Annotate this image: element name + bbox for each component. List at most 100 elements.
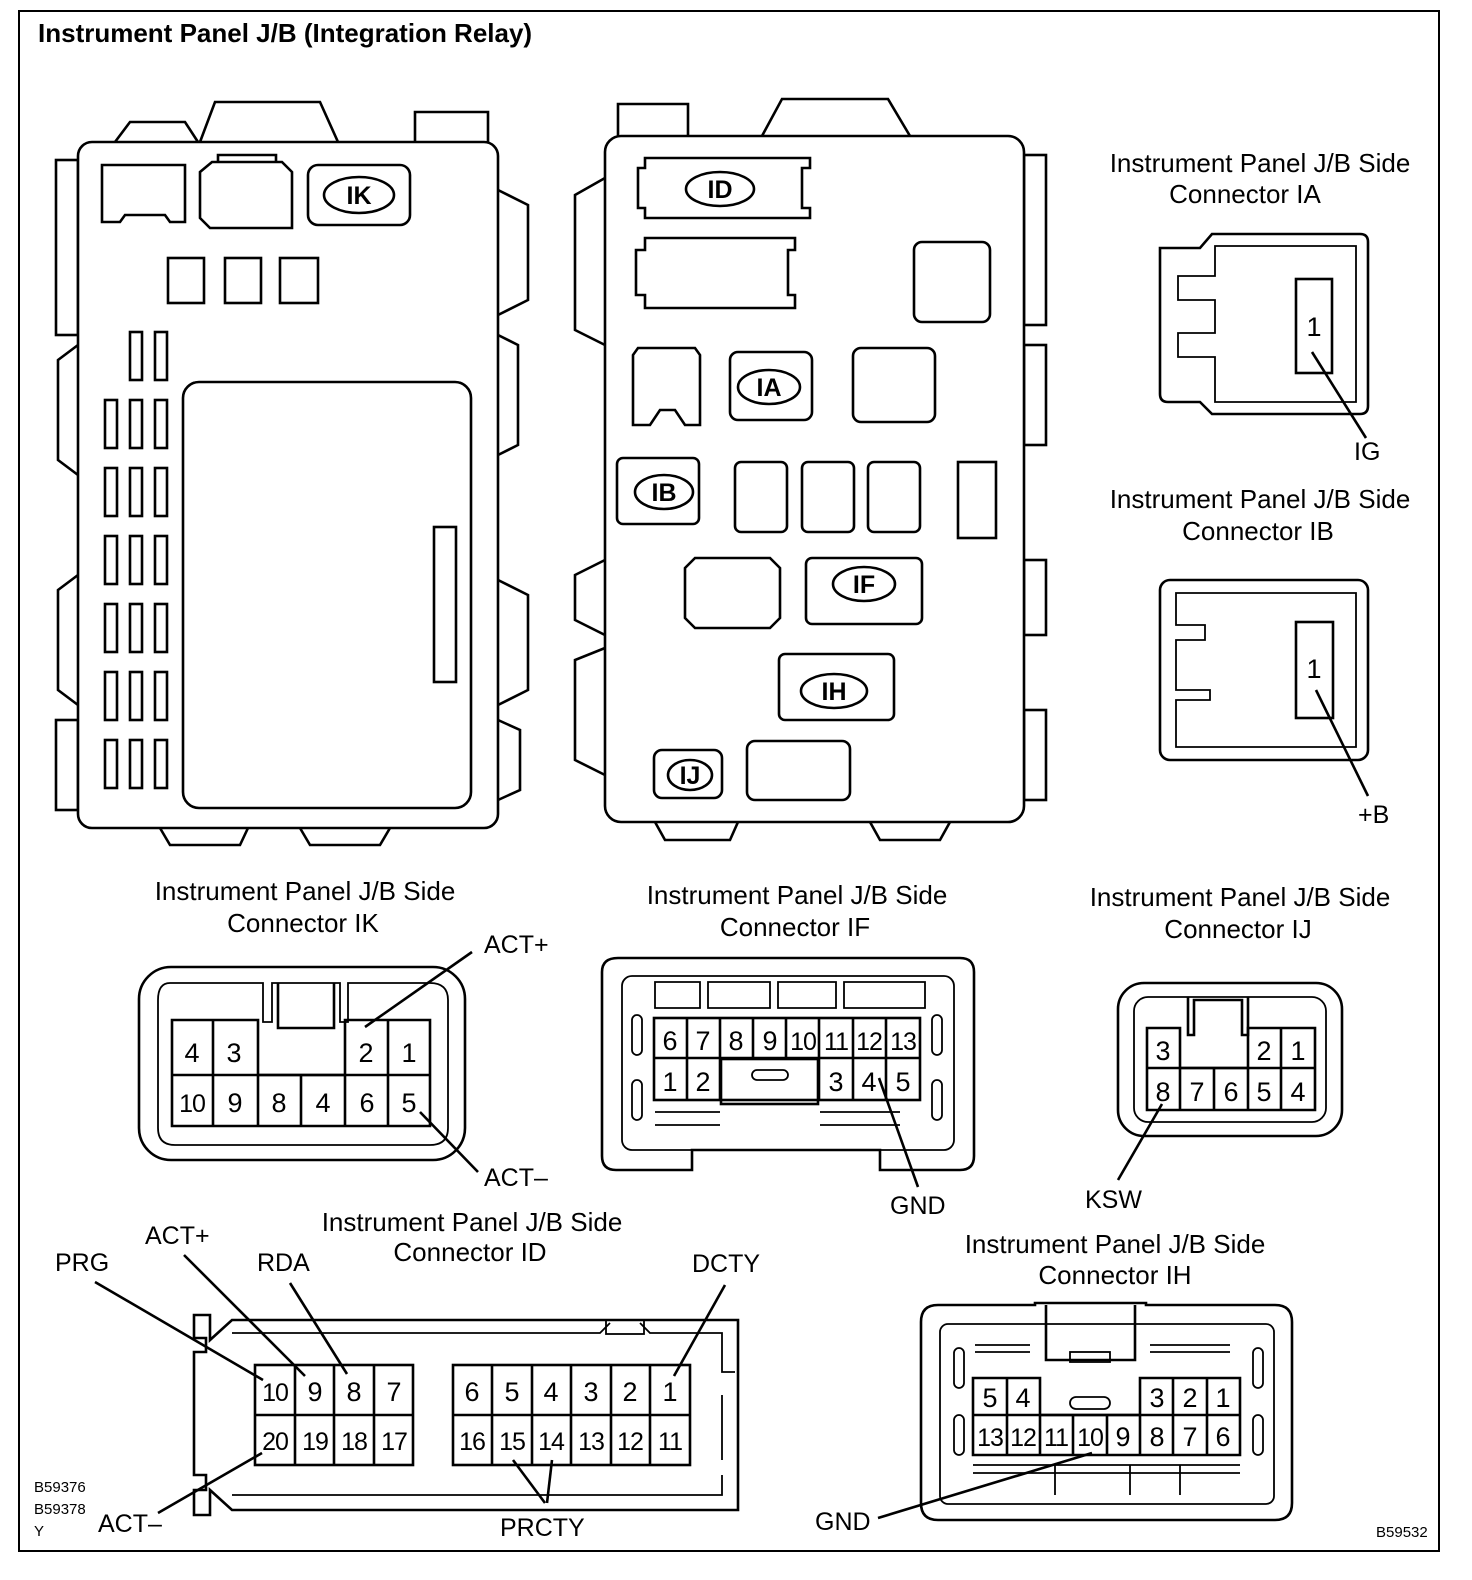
connector-ij: Instrument Panel J/B Side Connector IJ 3… xyxy=(1085,882,1390,1214)
if-pin-11: 11 xyxy=(824,1028,848,1056)
ik-pin-10: 10 xyxy=(179,1090,205,1118)
ik-pin-4-bottom: 4 xyxy=(315,1088,330,1118)
ih-pin-8: 8 xyxy=(1149,1422,1164,1452)
if-pin-4: 4 xyxy=(861,1067,876,1097)
if-label-gnd: GND xyxy=(890,1192,946,1220)
id-pin-12: 12 xyxy=(617,1428,643,1456)
jb-left-unit: IK xyxy=(54,100,530,847)
id-pin-6: 6 xyxy=(464,1377,479,1407)
jb-tag-if: IF xyxy=(853,571,875,599)
ij-label-ksw: KSW xyxy=(1085,1186,1142,1214)
ik-label-act-minus: ACT– xyxy=(484,1164,548,1192)
id-pin-20: 20 xyxy=(262,1428,288,1456)
id-label-act-plus: ACT+ xyxy=(145,1222,210,1250)
if-pin-9: 9 xyxy=(762,1026,777,1056)
ih-pin-11: 11 xyxy=(1044,1424,1068,1452)
connector-if: Instrument Panel J/B Side Connector IF 6… xyxy=(600,880,976,1220)
code-right: B59532 xyxy=(1376,1524,1428,1541)
ik-pin-1: 1 xyxy=(401,1038,416,1068)
connector-ib-caption-2: Connector IB xyxy=(1182,516,1334,546)
connector-ik-caption-2: Connector IK xyxy=(227,908,379,938)
jb-tag-ib: IB xyxy=(652,479,677,507)
id-pin-7: 7 xyxy=(386,1377,401,1407)
code-left-2: B59378 xyxy=(34,1501,86,1518)
connector-ij-caption-1: Instrument Panel J/B Side xyxy=(1090,882,1391,912)
fuse-slots xyxy=(103,330,169,790)
ij-pin-8: 8 xyxy=(1155,1077,1170,1107)
id-pin-8: 8 xyxy=(346,1377,361,1407)
ih-pin-6: 6 xyxy=(1215,1422,1230,1452)
jb-tag-ij: IJ xyxy=(680,762,701,790)
if-pin-7: 7 xyxy=(695,1026,710,1056)
id-pin-13: 13 xyxy=(578,1428,604,1456)
id-label-dcty: DCTY xyxy=(692,1250,760,1278)
connector-ia-caption-2: Connector IA xyxy=(1169,179,1321,209)
jb-tag-ik: IK xyxy=(347,182,372,210)
connector-ib-caption-1: Instrument Panel J/B Side xyxy=(1110,484,1411,514)
connector-ih: Instrument Panel J/B Side Connector IH 5… xyxy=(815,1229,1294,1536)
id-pin-17: 17 xyxy=(381,1428,407,1456)
ik-pin-8: 8 xyxy=(271,1088,286,1118)
id-pin-18: 18 xyxy=(341,1428,367,1456)
if-pin-10: 10 xyxy=(790,1028,816,1056)
id-pin-10: 10 xyxy=(262,1379,288,1407)
connector-id: Instrument Panel J/B Side Connector ID 1… xyxy=(55,1207,760,1542)
ib-label-plus-b: +B xyxy=(1358,801,1389,829)
id-pin-4: 4 xyxy=(543,1377,558,1407)
ih-pin-10: 10 xyxy=(1077,1424,1103,1452)
ih-pin-1: 1 xyxy=(1215,1383,1230,1413)
id-label-prcty: PRCTY xyxy=(500,1514,585,1542)
ij-pin-6: 6 xyxy=(1223,1077,1238,1107)
if-pin-3: 3 xyxy=(828,1067,843,1097)
connector-id-caption-1: Instrument Panel J/B Side xyxy=(322,1207,623,1237)
id-pin-15: 15 xyxy=(499,1428,525,1456)
ih-pin-7: 7 xyxy=(1182,1422,1197,1452)
if-pin-1: 1 xyxy=(662,1067,677,1097)
connector-ih-caption-2: Connector IH xyxy=(1038,1260,1191,1290)
connector-id-caption-2: Connector ID xyxy=(393,1237,546,1267)
if-pin-6: 6 xyxy=(662,1026,677,1056)
id-pin-5: 5 xyxy=(504,1377,519,1407)
jb-tag-ia: IA xyxy=(757,374,782,402)
ih-label-gnd: GND xyxy=(815,1508,871,1536)
ih-pin-2: 2 xyxy=(1182,1383,1197,1413)
if-pin-5: 5 xyxy=(895,1067,910,1097)
ik-pin-2: 2 xyxy=(358,1038,373,1068)
if-pin-2: 2 xyxy=(695,1067,710,1097)
ij-pin-2: 2 xyxy=(1256,1036,1271,1066)
ih-pin-12: 12 xyxy=(1010,1424,1036,1452)
id-label-act-minus: ACT– xyxy=(98,1510,162,1538)
id-pin-3: 3 xyxy=(583,1377,598,1407)
ih-pin-9: 9 xyxy=(1115,1422,1130,1452)
code-left-3: Y xyxy=(34,1523,44,1540)
if-pin-13: 13 xyxy=(890,1028,916,1056)
ia-pin-1: 1 xyxy=(1306,312,1321,342)
ik-pin-5: 5 xyxy=(401,1088,416,1118)
jb-tag-id: ID xyxy=(708,176,733,204)
ih-pin-3: 3 xyxy=(1149,1383,1164,1413)
connector-ia-caption-1: Instrument Panel J/B Side xyxy=(1110,148,1411,178)
ij-pin-3: 3 xyxy=(1155,1036,1170,1066)
ih-pin-4: 4 xyxy=(1015,1383,1030,1413)
connector-ij-caption-2: Connector IJ xyxy=(1164,914,1311,944)
ik-pin-9: 9 xyxy=(227,1088,242,1118)
connector-ih-caption-1: Instrument Panel J/B Side xyxy=(965,1229,1266,1259)
ij-pin-4: 4 xyxy=(1290,1077,1305,1107)
ia-label-ig: IG xyxy=(1354,438,1380,466)
if-pin-12: 12 xyxy=(856,1028,882,1056)
id-pin-16: 16 xyxy=(459,1428,485,1456)
ij-pin-7: 7 xyxy=(1189,1077,1204,1107)
ik-pin-4-top: 4 xyxy=(184,1038,199,1068)
connector-ik: Instrument Panel J/B Side Connector IK 4… xyxy=(137,876,549,1192)
ik-pin-6: 6 xyxy=(359,1088,374,1118)
id-pin-2: 2 xyxy=(622,1377,637,1407)
connector-ik-caption-1: Instrument Panel J/B Side xyxy=(155,876,456,906)
ik-label-act-plus: ACT+ xyxy=(484,931,549,959)
id-pin-19: 19 xyxy=(302,1428,328,1456)
id-label-rda: RDA xyxy=(257,1249,310,1277)
ih-pin-5: 5 xyxy=(982,1383,997,1413)
id-label-prg: PRG xyxy=(55,1249,109,1277)
ij-pin-5: 5 xyxy=(1256,1077,1271,1107)
id-pin-9: 9 xyxy=(307,1377,322,1407)
ib-pin-1: 1 xyxy=(1306,654,1321,684)
